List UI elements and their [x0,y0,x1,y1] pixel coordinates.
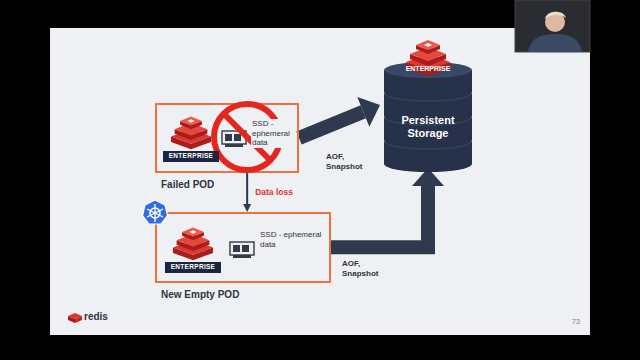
edge-label: AOF, Snapshot [325,152,375,171]
brand-name: redis [84,311,108,322]
webcam-view [515,0,590,52]
storage-title: Persistent Storage [384,114,472,139]
text-holder: Failed POD [161,179,214,190]
arrow-head [357,97,380,127]
connector-arrow [331,168,444,247]
text-holder: ENTERPRISE [398,65,458,72]
text-holder: Data loss [254,187,294,197]
arrow-shaft [299,112,363,138]
text-holder: SSD - ephemeral data [251,119,291,148]
text-holder: SSD - ephemeral data [259,230,323,249]
redis-cubes [165,222,221,262]
edge-label: AOF, Snapshot [341,259,391,278]
ssd-card-icon [229,236,255,262]
storage-enterprise: ENTERPRISE [398,65,458,72]
text-holder: 73 [572,318,580,325]
arrow-shaft [246,173,248,204]
redis-logo-mark [68,313,82,323]
kubernetes-icon [142,199,168,225]
slide-ground [50,28,590,335]
ssd-text: SSD - ephemeral data [251,119,291,148]
text-holder: Persistent Storage [384,114,472,139]
text-holder: AOF, Snapshot [325,152,375,171]
text-holder: ENTERPRISE [165,262,221,273]
ssd-text: SSD - ephemeral data [259,230,323,249]
enterprise-icon: ENTERPRISE [165,222,223,277]
storage-stack [380,34,476,168]
pod-label: Failed POD [161,179,214,190]
ssd-card: SSD - ephemeral data [229,224,325,274]
text-holder: ENTERPRISE [163,151,219,162]
edge-label: Data loss [254,187,294,197]
text-holder: AOF, Snapshot [341,259,391,278]
text-holder: New Empty POD [161,289,239,300]
pod-label: New Empty POD [161,289,239,300]
enterprise-plate: ENTERPRISE [163,151,219,162]
arrow-shaft [331,186,428,247]
redis-cubes [163,111,219,151]
pod-box: New Empty PODENTERPRISESSD - ephemeral d… [155,212,331,283]
enterprise-plate: ENTERPRISE [165,262,221,273]
page-number: 73 [572,318,580,325]
connector-arrow [243,173,251,212]
text-holder: redis [84,311,108,322]
persistent-storage: ENTERPRISE Persistent Storage [380,34,476,168]
arrow-head [243,204,251,212]
pod-box: Failed PODENTERPRISESSD - ephemeral data [155,103,299,173]
connector-arrow [299,97,380,138]
